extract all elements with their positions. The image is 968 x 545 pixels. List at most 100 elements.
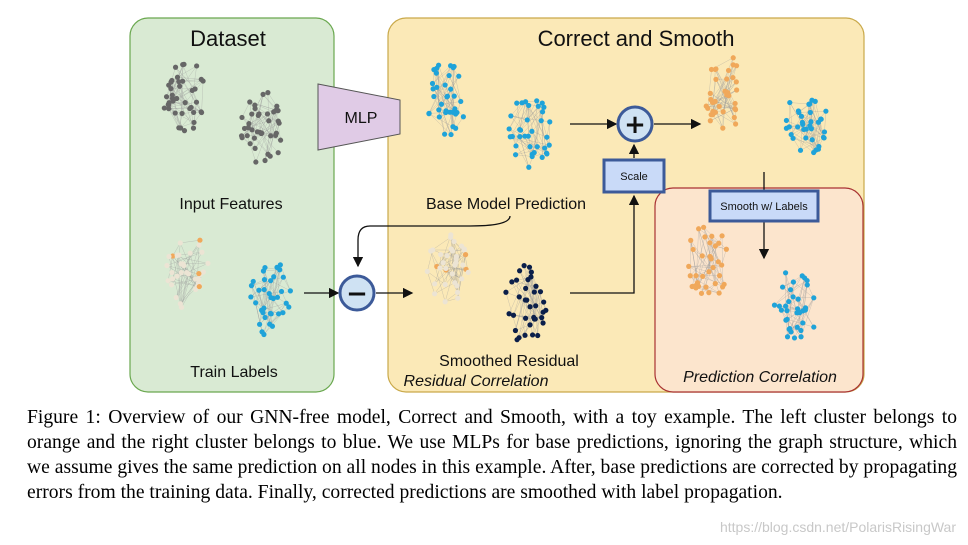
graph-node (716, 103, 722, 110)
graph-node (730, 55, 736, 61)
graph-node (522, 297, 528, 303)
graph-node (440, 260, 446, 266)
graph-node (540, 320, 546, 326)
graph-node (253, 159, 259, 165)
graph-node (517, 127, 524, 133)
graph-node (261, 277, 268, 283)
graph-node (531, 289, 537, 295)
graph-node (706, 290, 712, 296)
graph-node (800, 320, 806, 326)
base-prediction-graph (426, 62, 553, 170)
graph-node (205, 260, 211, 266)
graph-node (708, 66, 715, 73)
graph-node (174, 74, 181, 80)
graph-node (725, 67, 732, 74)
final-prediction-graph (686, 224, 817, 341)
graph-node (514, 337, 520, 343)
graph-node (169, 77, 175, 84)
graph-node (732, 100, 738, 107)
graph-node (790, 294, 796, 300)
graph-node (197, 237, 203, 243)
graph-node (429, 80, 436, 87)
graph-node (516, 294, 522, 300)
graph-node (528, 274, 534, 280)
graph-node (277, 137, 284, 143)
graph-node (451, 238, 457, 245)
graph-node (172, 64, 179, 70)
smooth-with-labels-box (708, 189, 820, 223)
graph-node (264, 111, 271, 117)
graph-node (168, 282, 175, 288)
graph-node (532, 316, 538, 322)
graph-node (248, 294, 254, 300)
graph-node (522, 332, 528, 338)
graph-node (690, 246, 696, 253)
graph-node (720, 125, 726, 131)
graph-node (182, 100, 188, 106)
graph-node (253, 300, 259, 306)
graph-node (434, 84, 440, 90)
graph-node (544, 151, 550, 157)
graph-node (190, 125, 197, 131)
graph-node (424, 268, 430, 275)
graph-node (460, 114, 466, 120)
graph-node (178, 270, 184, 276)
graph-node (448, 63, 454, 69)
graph-node (782, 270, 789, 276)
graph-node (177, 83, 183, 89)
graph-node (713, 76, 719, 82)
graph-node (699, 253, 705, 259)
graph-node (170, 276, 176, 282)
graph-node (271, 274, 277, 280)
graph-node (275, 118, 281, 124)
graph-node (448, 131, 454, 138)
graph-node (287, 288, 293, 294)
graph-node (444, 252, 450, 259)
graph-node (807, 109, 813, 116)
graph-node (257, 129, 263, 135)
graph-node (708, 255, 714, 261)
graph-node (803, 126, 809, 132)
graph-node (448, 246, 454, 252)
prediction-correlation-panel (654, 187, 864, 393)
graph-node (256, 321, 263, 327)
residual-correlation-label: Residual Correlation (404, 373, 549, 390)
graph-node (169, 269, 175, 276)
graph-node (722, 88, 728, 94)
graph-node (198, 109, 205, 116)
graph-node (795, 124, 801, 130)
graph-node (265, 90, 271, 96)
arrow-base-to-minus (352, 215, 511, 268)
graph-node (821, 135, 827, 141)
graph-node (796, 109, 802, 116)
graph-node (187, 105, 193, 112)
graph-node (544, 134, 550, 140)
graph-node (707, 90, 713, 96)
graph-node (199, 249, 205, 255)
graph-node (443, 265, 449, 272)
graph-node (513, 143, 519, 149)
graph-node (446, 72, 452, 79)
graph-node (260, 310, 266, 316)
graph-node (458, 243, 465, 249)
graph-node (286, 304, 292, 310)
graph-node (730, 74, 736, 81)
graph-node (512, 152, 519, 158)
graph-node (798, 327, 804, 334)
graph-node (533, 283, 539, 289)
graph-node (453, 111, 459, 117)
graph-node (733, 79, 739, 85)
graph-node (506, 311, 512, 317)
graph-node (432, 291, 438, 297)
graph-node (247, 141, 253, 147)
graph-node (442, 131, 448, 137)
graph-node (712, 243, 718, 249)
graph-node (798, 113, 805, 119)
graph-node (465, 269, 471, 275)
graph-node (787, 99, 793, 106)
graph-node (778, 307, 785, 313)
graph-node (452, 262, 458, 268)
graph-node (256, 111, 262, 117)
graph-node (734, 87, 740, 93)
graph-node (273, 107, 279, 113)
